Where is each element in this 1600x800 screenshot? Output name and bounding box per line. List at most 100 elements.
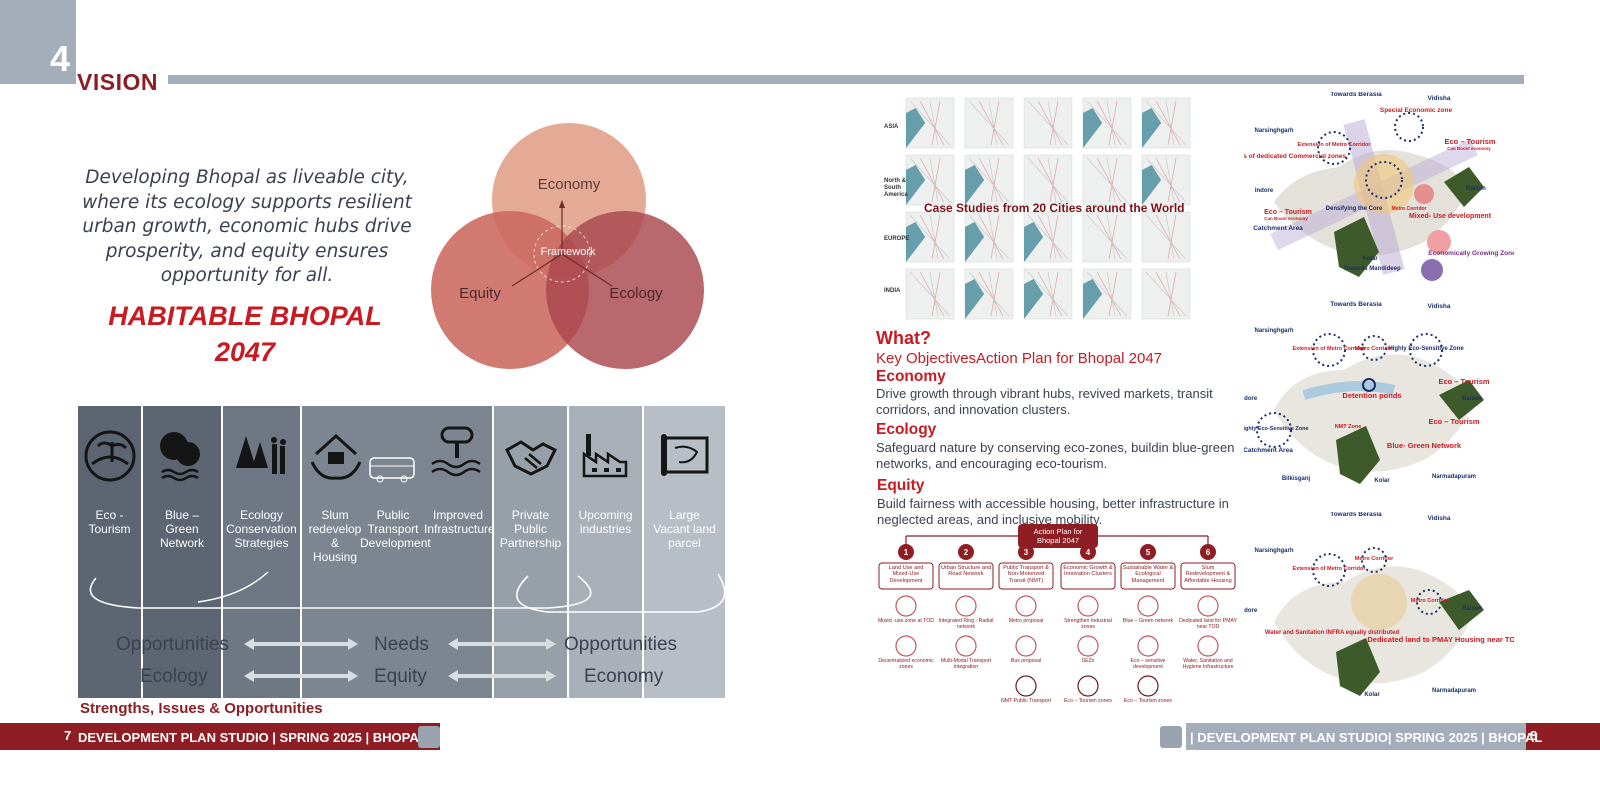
grid-row-label: ASIA [884, 124, 899, 130]
handshake-icon [504, 440, 557, 476]
col-label: Eco - Tourism [88, 508, 131, 536]
col-label: Upcoming industries [578, 508, 633, 536]
map-label: Highly Eco-Sensitive Zone [1244, 426, 1309, 432]
objective-economy-head: Economy [876, 368, 946, 385]
map-label: Towards Berasia [1330, 301, 1382, 308]
city-map-road [988, 271, 998, 317]
strengths-caption: Strengths, Issues & Opportunities [80, 700, 323, 717]
step-item-icon [1137, 675, 1159, 697]
step-item-icon [895, 595, 917, 617]
step-item-label: Bus proposal [1010, 658, 1042, 664]
city-map-road [919, 157, 945, 203]
footer-city-text: BHOPAL [1488, 730, 1543, 745]
forest-patch [1439, 380, 1484, 420]
city-map-road [919, 271, 945, 317]
forest-patch [1444, 167, 1484, 207]
map-label: Dedicated land to PMAY Housing near TOD [1367, 635, 1514, 644]
city-map-road [931, 100, 941, 146]
map-label: Vidisha [1427, 303, 1450, 310]
page-number-left: 7 [64, 728, 72, 743]
city-map-water [906, 108, 926, 148]
city-map-road [1155, 157, 1181, 203]
venn-arrow-left [511, 253, 563, 287]
city-map-road [1096, 214, 1122, 260]
step-item-label: Strengthen Industrial zones [1064, 618, 1112, 630]
step-label: Economic Growth & Innovation Clusters [1063, 565, 1113, 578]
step-label-box [1060, 562, 1116, 590]
city-map-road [1145, 100, 1187, 146]
header-rule [168, 75, 1524, 84]
step-label-box [1180, 562, 1236, 590]
footer-city-text: BHOPAL [372, 730, 427, 745]
city-map-water [965, 222, 985, 262]
equity-map: Towards BerasiaVidishaNarsinghgarhExtens… [1244, 512, 1514, 698]
step-label-box [938, 562, 994, 590]
forest-patch [1334, 217, 1379, 277]
city-map-water [1024, 279, 1044, 319]
objectives-heading: Key ObjectivesAction Plan for Bhopal 204… [876, 350, 1163, 367]
city-map-water [1083, 279, 1103, 319]
step-item-icon [955, 635, 977, 657]
city-map-road [968, 157, 1010, 203]
map-label: Mixed- Use development [1409, 213, 1492, 220]
city-map-road [968, 271, 1010, 317]
step-number: 4 [1086, 548, 1091, 557]
city-map-road [1027, 214, 1069, 260]
city-map-road [1155, 214, 1181, 260]
venn-circle-ecology [546, 211, 704, 369]
city-map-road [1145, 157, 1187, 203]
col-ppp: Private Public Partnership [494, 406, 567, 698]
city-map-road [990, 271, 1000, 317]
step-item-icon [1137, 595, 1159, 617]
step-label: Land Use and Mixed-Use Development [888, 565, 924, 584]
map-label: Special Economic zone [1380, 107, 1453, 114]
map-label: Metro Corridor [1355, 556, 1394, 562]
objective-equity-text: Build fairness with accessible housing, … [877, 496, 1229, 527]
city-map-road [978, 100, 1004, 146]
city-map-road [1096, 271, 1122, 317]
city-map-road [1037, 214, 1063, 260]
zone-marker [1427, 230, 1451, 254]
city-map-road [1086, 157, 1128, 203]
city-map-road [1027, 157, 1069, 203]
step-number-badge [958, 544, 974, 560]
step-number-badge [898, 544, 914, 560]
conservation-trees-icon [235, 436, 286, 474]
studio-logo-icon [418, 726, 440, 748]
bus-icon [369, 457, 415, 483]
venn-circle-equity [431, 211, 589, 369]
eco-sensitive-ring [1409, 333, 1443, 367]
col-eco-tourism: Eco - Tourism [78, 406, 141, 698]
city-map-road [1167, 271, 1177, 317]
footer-left-bar [0, 723, 440, 750]
col-blue-green: Blue – Green Network [143, 406, 221, 698]
city-map-road [1145, 214, 1187, 260]
map-label: Pockets of dedicated Commercial zones [1244, 153, 1347, 160]
step-item-icon [1015, 635, 1037, 657]
step-item-label: Mixed -use zone at TOD [877, 618, 935, 624]
city-map-road [929, 100, 939, 146]
venn-label-ecology: Ecology [609, 285, 663, 302]
city-map-road [1027, 271, 1069, 317]
city-map-water [965, 279, 985, 319]
what-title: What? [876, 328, 931, 348]
city-map-road [968, 214, 1010, 260]
map-label: Eco – Tourism [1444, 137, 1495, 146]
city-map-road [1165, 157, 1175, 203]
step-item-label: Multi-Modal Transport integration [940, 658, 992, 670]
city-map-road [1047, 157, 1057, 203]
step-item-label: Metro proposal [1008, 618, 1044, 624]
row1-opportunities-right: Opportunities [564, 634, 678, 655]
map-label: Catchment Area [1244, 447, 1293, 454]
map-label: Indore [1244, 396, 1258, 402]
city-map-road [1108, 100, 1118, 146]
step-item-icon [895, 635, 917, 657]
map-label: NMT Zone [1335, 424, 1362, 430]
step-label: Sustainable Water & Ecological Managemen… [1122, 565, 1174, 584]
city-map-road [1086, 271, 1128, 317]
vision-title: HABITABLE BHOPAL 2047 [90, 298, 400, 370]
step-item-label: SEZs [1081, 658, 1095, 664]
objective-ecology-text: Safeguard nature by conserving eco-zones… [876, 440, 1235, 471]
